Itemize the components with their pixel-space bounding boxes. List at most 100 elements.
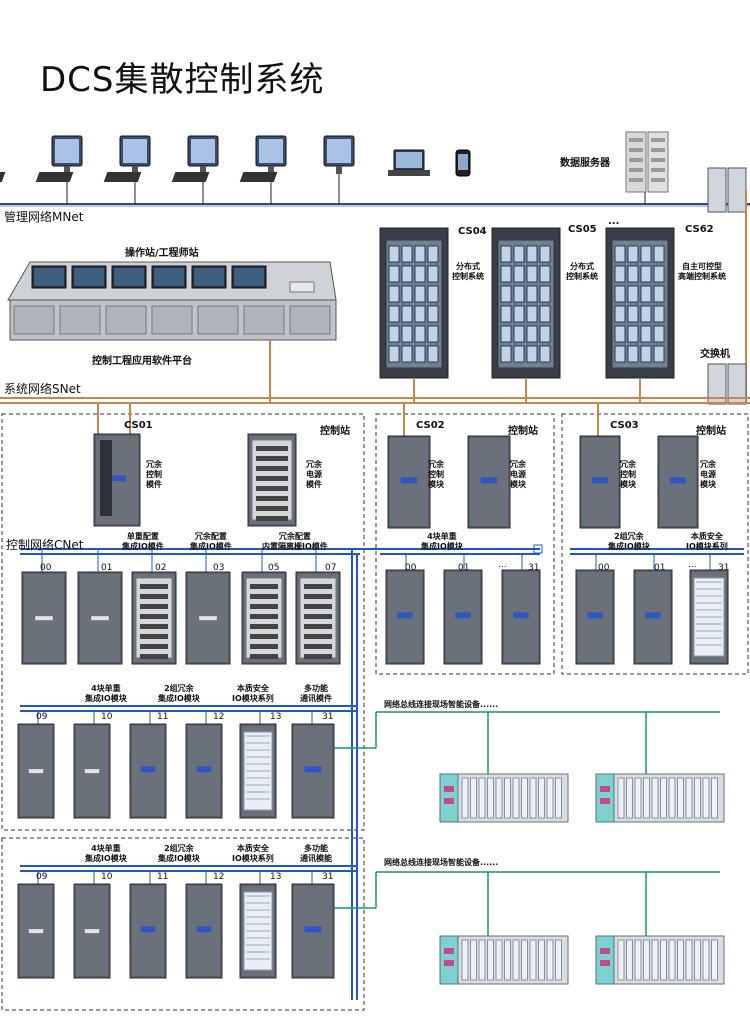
field-device-slot [478,777,486,819]
field-device-slot [461,777,469,819]
ext-slot: 10 [101,872,113,882]
field-device-slot [512,939,520,981]
cs03-cpu-label: 冗余 控制 模块 [620,460,636,489]
cs01-slot: 00 [40,563,52,573]
cs02-id: CS02 [416,420,445,431]
cs01-io-module-terminal [250,624,278,629]
cs01-io-module-terminal [304,624,332,629]
keyboard-icon [0,172,6,182]
monitor-stand-icon [268,166,274,174]
cabinet-module-icon [614,325,626,343]
cs01-io-label-3: 冗余配置 内置隔离栅IO模件 [262,532,328,551]
cs01-row2-module-stripe [196,766,212,773]
ext-module-stripe [140,926,156,933]
field-device-slot [478,939,486,981]
cabinet-module-icon [539,265,551,283]
field-device-slot [702,777,710,819]
cabinet-module-icon [513,265,525,283]
cabinet-module-icon [653,285,665,303]
cs01-id: CS01 [124,420,153,431]
cs01-cpu-module-stripe [107,475,127,482]
field-device-led [444,786,454,792]
server-bay-icon [629,138,643,142]
cs01-io-module-terminal [140,584,168,589]
ext-module-indicator [28,929,44,934]
laptop-screen-icon [396,152,422,168]
cabinet-module-icon [627,265,639,283]
cs01-io-module-terminal [140,634,168,639]
cabinet-cs62-desc: 自主可控型 高端控制系统 [678,262,726,281]
cabinet-module-icon [427,245,439,263]
cs03-slot: 31 [718,563,730,573]
cabinet-cs05-desc: 分布式 控制系统 [566,262,598,281]
cabinet-module-icon [653,245,665,263]
cabinet-module-icon [640,265,652,283]
cabinet-module-icon [414,285,426,303]
field-device-slot [546,939,554,981]
cabinet-module-icon [513,325,525,343]
cs01-io-module-terminal [140,604,168,609]
cs02-psu-module-stripe [480,477,498,484]
keyboard-icon [35,172,74,182]
cs01-slot: 12 [213,712,225,722]
cs02-slot: 00 [405,563,417,573]
cabinet-module-icon [500,265,512,283]
cabinet-module-icon [526,285,538,303]
cabinet-module-icon [500,345,512,363]
cabinet-module-icon [526,345,538,363]
cabinet-module-icon [614,305,626,323]
console-door [105,305,147,335]
cabinet-module-icon [640,345,652,363]
field-device-slot [702,939,710,981]
cs01-row2-label-1: 4块单重 集成IO模块 [85,684,127,703]
server-bay-icon [651,178,665,182]
cs02-slot: ... [498,560,507,570]
cs01-psu-label: 冗余 电源 模件 [306,460,322,489]
cs02-station-label: 控制站 [508,426,538,437]
snet-label: 系统网络SNet [4,382,81,396]
monitor-stand-icon [336,166,342,174]
field-device-slot [711,939,718,981]
field-device-slot [546,777,554,819]
field-device-slot [711,777,718,819]
operator-monitor-screen-icon [234,268,264,286]
monitor-stand-icon [132,166,138,174]
field-device-slot [643,939,650,981]
field-device-slot [685,939,693,981]
switch-icon [727,167,747,213]
cs01-row2-label-2: 2组冗余 集成IO模块 [158,684,200,703]
cs02-frame [375,413,555,675]
cabinet-module-icon [526,305,538,323]
cs01-io-module-terminal [250,584,278,589]
cabinet-module-icon [653,265,665,283]
cabinet-module-icon [627,305,639,323]
cs01-station-label: 控制站 [320,426,350,437]
monitor-screen-icon [55,139,79,163]
server-bay-icon [629,148,643,152]
cs01-psu-module-terminal [256,456,288,461]
cs01-row2-module-indicator [28,769,44,774]
field-device-slot [626,777,633,819]
cs01-io-module-terminal [140,644,168,649]
ext-slot: 31 [322,872,334,882]
fieldbus-label-2: 网络总线连接现场智能设备...... [384,858,499,867]
cabinet-module-icon [388,345,400,363]
cabinet-module-icon [653,325,665,343]
cabinet-module-icon [401,245,413,263]
field-device-slot [626,939,633,981]
cs03-io-module-stripe [645,612,661,619]
cs03-slot: ... [688,560,697,570]
cabinet-module-icon [414,245,426,263]
ext-slot: 11 [157,872,169,882]
cabinet-module-icon [513,245,525,263]
server-bay-icon [629,168,643,172]
cabinet-module-icon [500,305,512,323]
cs02-io-module-stripe [455,612,471,619]
cs01-io-module-terminal [304,594,332,599]
cabinet-module-icon [653,345,665,363]
cs01-io-module-terminal [304,584,332,589]
field-device-slot [685,777,693,819]
cabinet-module-icon [414,305,426,323]
cs02-cpu-module-stripe [400,477,418,484]
ext-slot: 13 [270,872,282,882]
